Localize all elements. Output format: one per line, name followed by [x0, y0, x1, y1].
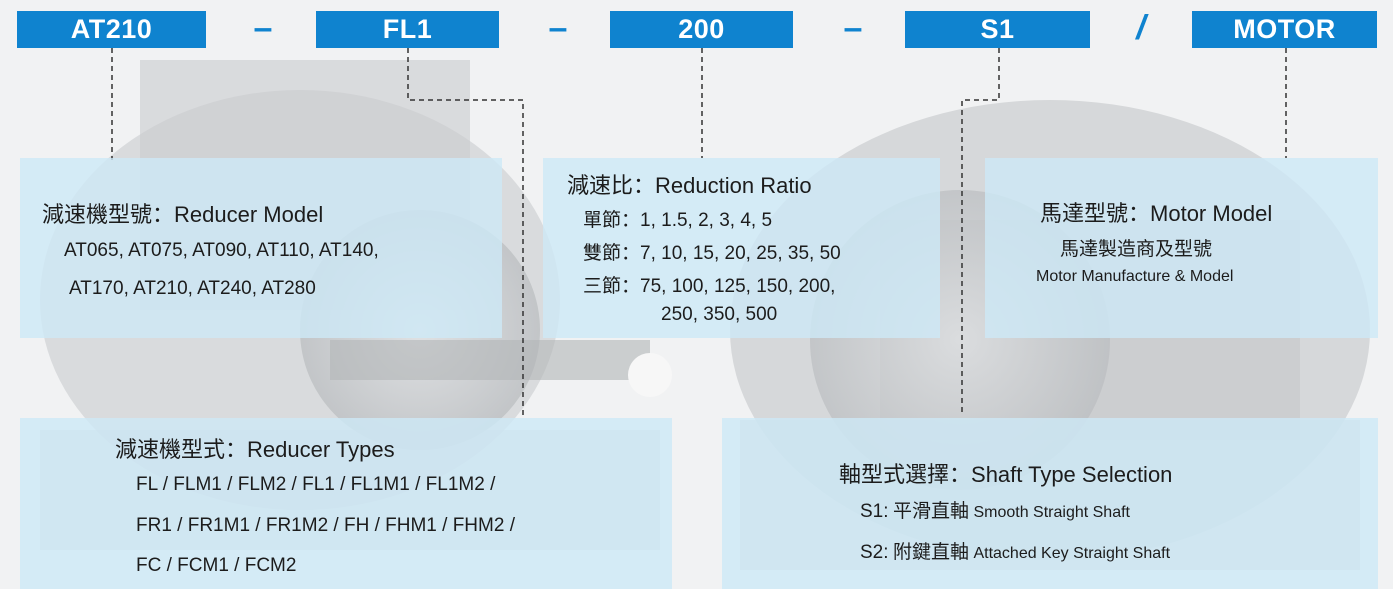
- shaft-s1-cn: 平滑直軸: [892, 500, 969, 522]
- shaft-s1-en: Smooth Straight Shaft: [973, 504, 1130, 521]
- ratio-double: 雙節：7, 10, 15, 20, 25, 35, 50: [583, 238, 841, 265]
- shaft-title-cn: 軸型式選擇: [839, 463, 950, 488]
- motor-title: 馬達型號：Motor Model: [1040, 196, 1272, 228]
- reducer-model-title: 減速機型號：Reducer Model: [42, 197, 323, 229]
- code-motor: MOTOR: [1192, 11, 1377, 48]
- ratio-triple-values-cont: 250, 350, 500: [661, 304, 778, 325]
- panel-shaft-type: [722, 418, 1378, 589]
- shaft-s1: S1: 平滑直軸 Smooth Straight Shaft: [860, 496, 1130, 523]
- ratio-title-en: ：Reduction Ratio: [633, 173, 812, 198]
- motor-subtitle-en: Motor Manufacture & Model: [1036, 268, 1234, 285]
- motor-subtitle-cn: 馬達製造商及型號: [1060, 238, 1213, 260]
- ratio-title: 減速比：Reduction Ratio: [567, 168, 812, 200]
- ratio-double-label: 雙節: [583, 242, 622, 264]
- reducer-types-title-en: ：Reducer Types: [225, 437, 395, 462]
- panel-motor-model: [985, 158, 1378, 338]
- shaft-title-en: ：Shaft Type Selection: [949, 462, 1173, 487]
- reducer-model-title-en: ：Reducer Model: [152, 202, 324, 227]
- code-separator: –: [843, 9, 863, 47]
- reducer-model-line2: AT170, AT210, AT240, AT280: [69, 278, 316, 299]
- motor-title-cn: 馬達型號: [1040, 202, 1129, 227]
- shaft-s1-code: S1:: [860, 501, 889, 522]
- connector-fl1: [407, 48, 524, 415]
- panel-reduction-ratio: [543, 158, 940, 338]
- code-reducer-type: FL1: [316, 11, 499, 48]
- ratio-single: 單節：1, 1.5, 2, 3, 4, 5: [583, 205, 772, 232]
- ratio-triple-values: ：75, 100, 125, 150, 200,: [621, 276, 836, 297]
- panel-reducer-types: [20, 418, 672, 589]
- panel-reducer-model: [20, 158, 502, 338]
- reducer-types-title-cn: 減速機型式: [115, 438, 226, 463]
- ratio-single-values: ：1, 1.5, 2, 3, 4, 5: [621, 210, 773, 231]
- code-shaft-type: S1: [905, 11, 1090, 48]
- reducer-model-line1: AT065, AT075, AT090, AT110, AT140,: [64, 240, 379, 261]
- reducer-model-title-cn: 減速機型號: [42, 203, 153, 228]
- connector-s1: [961, 48, 1000, 415]
- reducer-types-line1: FL / FLM1 / FLM2 / FL1 / FL1M1 / FL1M2 /: [136, 474, 496, 495]
- reducer-types-line2: FR1 / FR1M1 / FR1M2 / FH / FHM1 / FHM2 /: [136, 515, 515, 536]
- motor-title-en: ：Motor Model: [1128, 201, 1273, 226]
- shaft-s2-cn: 附鍵直軸: [892, 541, 969, 563]
- code-separator: –: [253, 9, 273, 47]
- ratio-title-cn: 減速比: [567, 174, 634, 199]
- code-separator: –: [548, 9, 568, 47]
- shaft-s2-en: Attached Key Straight Shaft: [973, 545, 1171, 562]
- ratio-triple: 三節：75, 100, 125, 150, 200,: [583, 271, 835, 298]
- ratio-single-label: 單節: [583, 209, 622, 231]
- shaft-s2-code: S2:: [860, 542, 889, 563]
- ratio-double-values: ：7, 10, 15, 20, 25, 35, 50: [621, 243, 841, 264]
- code-separator: /: [1136, 9, 1146, 47]
- shaft-title: 軸型式選擇：Shaft Type Selection: [839, 457, 1172, 489]
- ratio-triple-label: 三節: [583, 275, 622, 297]
- code-reducer-model: AT210: [17, 11, 206, 48]
- reducer-types-line3: FC / FCM1 / FCM2: [136, 555, 297, 576]
- reducer-types-title: 減速機型式：Reducer Types: [115, 432, 395, 464]
- shaft-s2: S2: 附鍵直軸 Attached Key Straight Shaft: [860, 537, 1170, 564]
- code-reduction-ratio: 200: [610, 11, 793, 48]
